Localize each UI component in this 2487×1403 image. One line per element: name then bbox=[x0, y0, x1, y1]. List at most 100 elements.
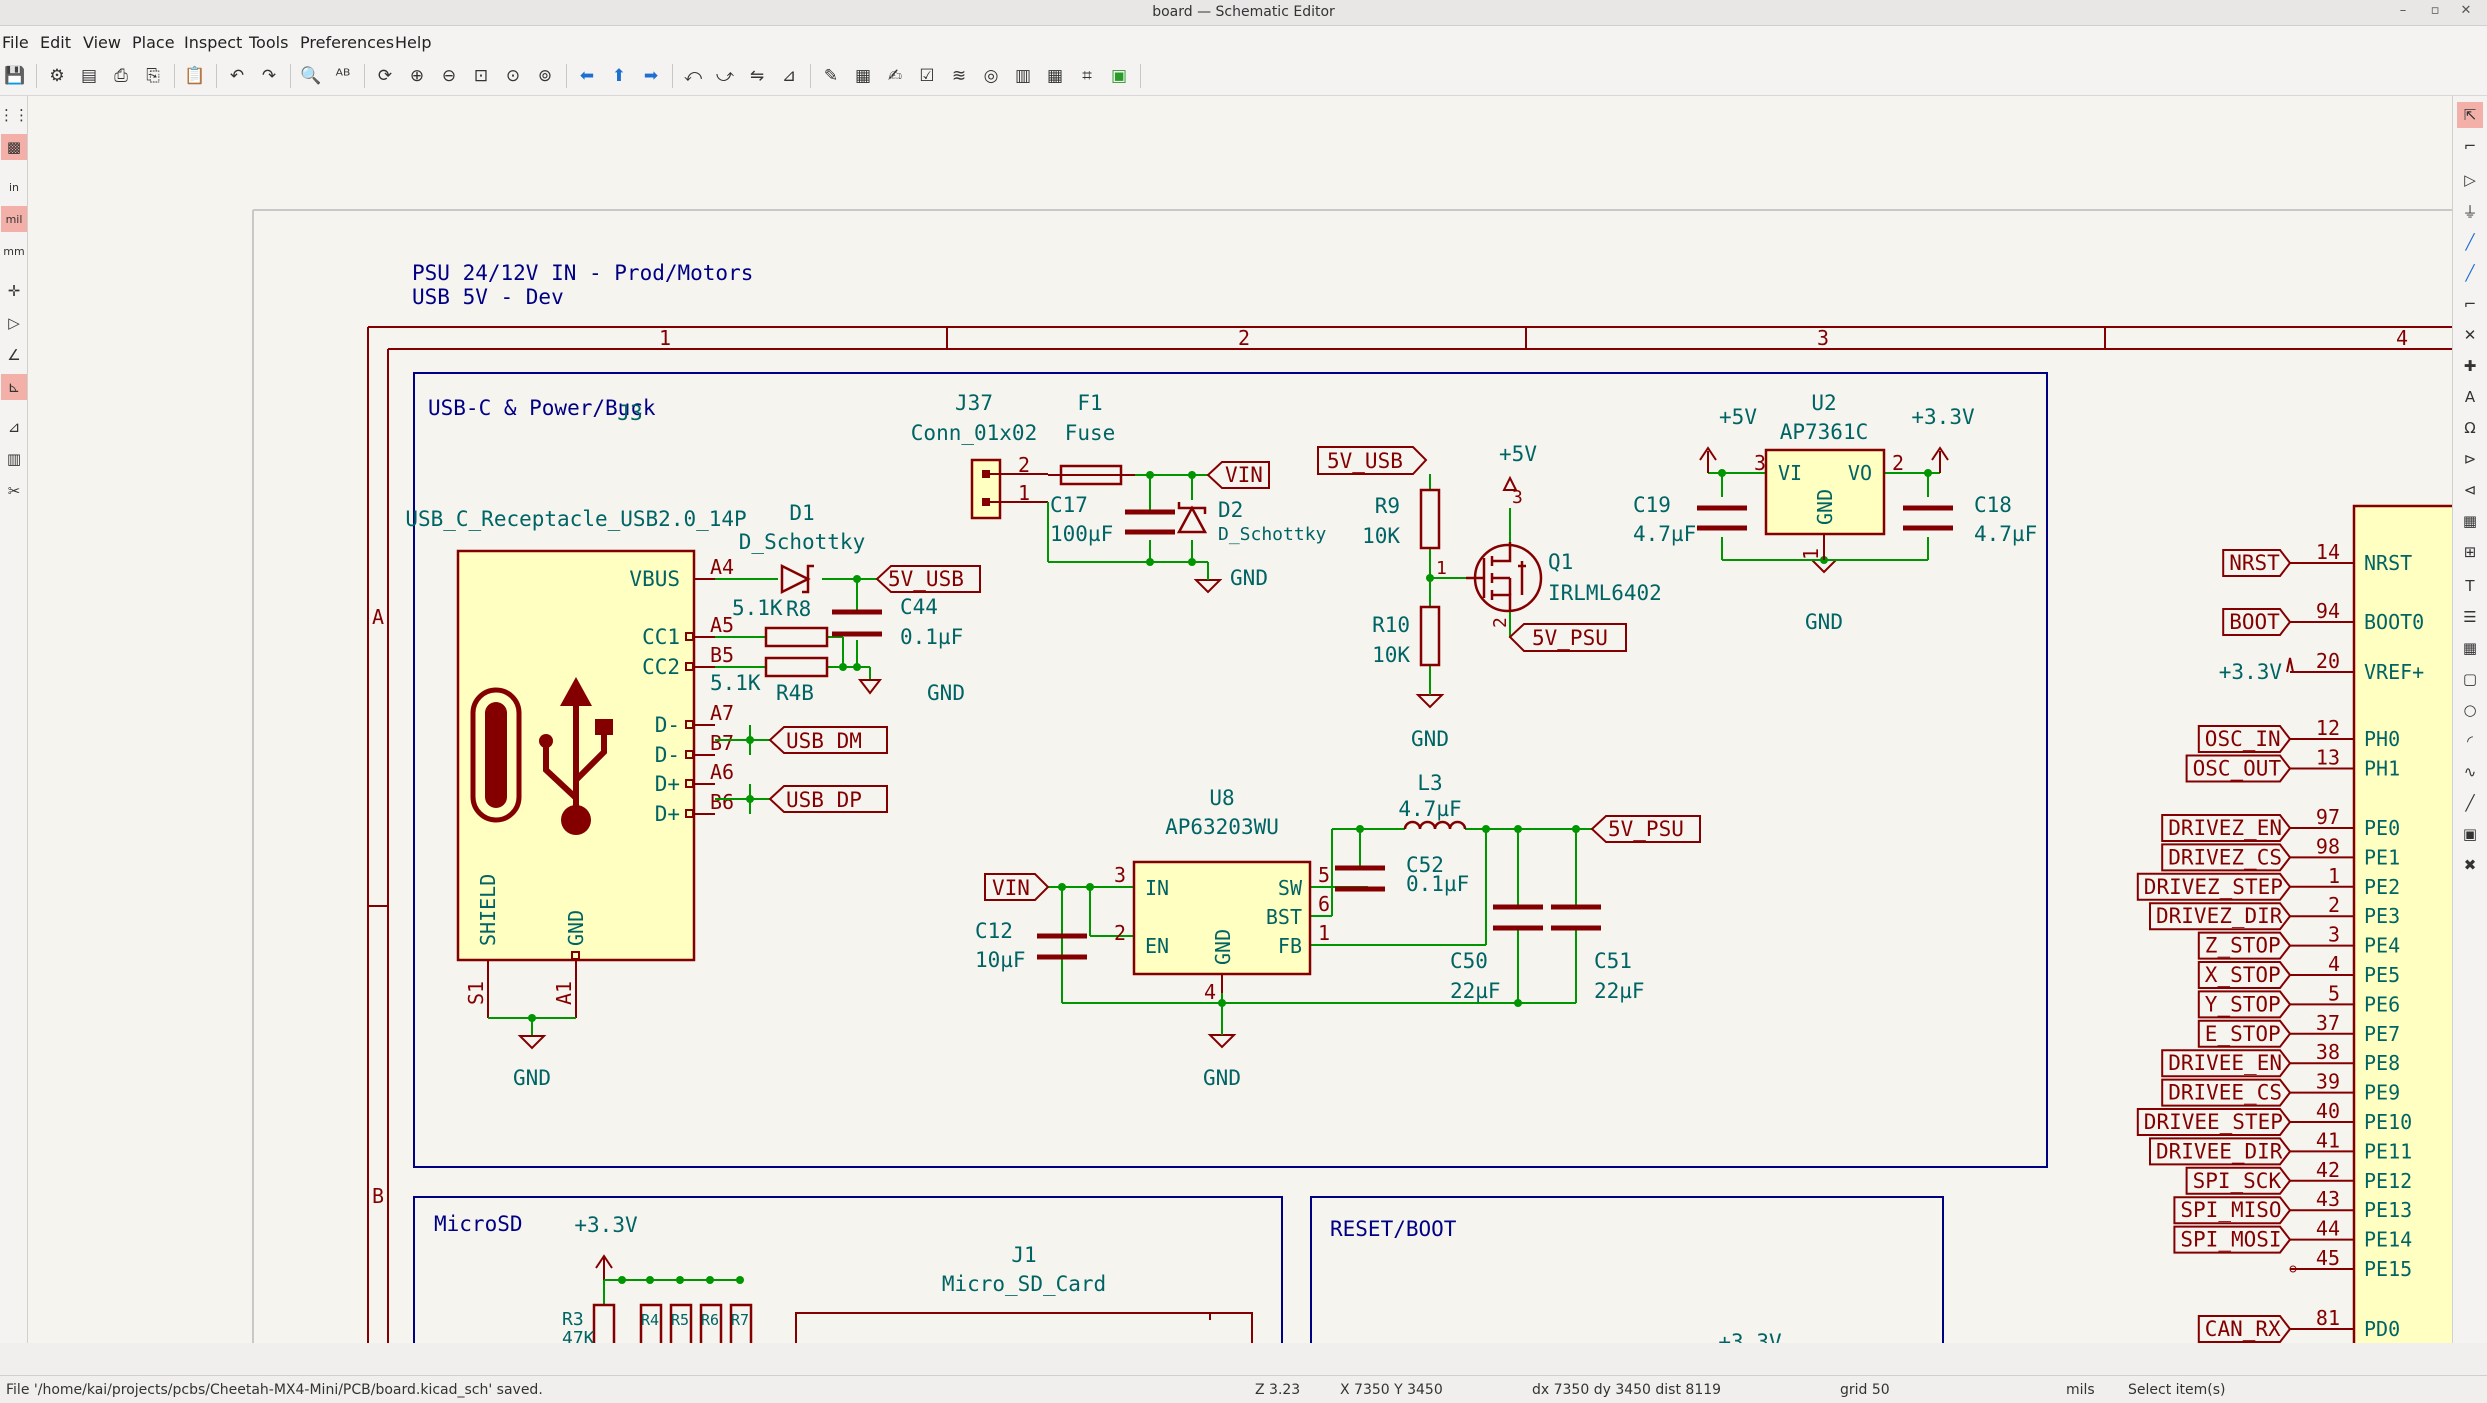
hier-label-icon[interactable]: ⊲ bbox=[2463, 481, 2477, 499]
mcu-net-label[interactable] bbox=[2185, 754, 2292, 783]
d2-schottky-diode[interactable] bbox=[1176, 502, 1208, 534]
gnd-symbol-c44[interactable] bbox=[857, 679, 883, 695]
add-rectangle-icon[interactable]: ▢ bbox=[2462, 670, 2478, 688]
zoom-out-icon[interactable]: ⊖ bbox=[441, 66, 457, 86]
c44-capacitor[interactable] bbox=[832, 609, 882, 637]
gnd-symbol-r10[interactable] bbox=[1415, 694, 1445, 709]
r5-resistor[interactable] bbox=[669, 1303, 693, 1343]
r7-resistor[interactable] bbox=[729, 1303, 753, 1343]
microsd-section[interactable] bbox=[413, 1196, 1283, 1343]
cursor-icon[interactable]: ✛ bbox=[7, 282, 21, 300]
mcu-net-label[interactable] bbox=[2149, 902, 2292, 931]
j1-sd-card-body[interactable] bbox=[795, 1312, 1253, 1343]
symbol-library-icon[interactable]: ▦ bbox=[854, 66, 872, 86]
annotate-icon[interactable]: ✍ bbox=[887, 66, 903, 86]
hier-sheet-icon[interactable]: ▦ bbox=[2462, 512, 2478, 530]
zoom-objects-icon[interactable]: ⊙ bbox=[505, 66, 521, 86]
label-5v-psu-q1[interactable]: 5V_PSU bbox=[1508, 623, 1627, 652]
gnd-symbol-j3[interactable] bbox=[517, 1035, 547, 1050]
mcu-net-label[interactable] bbox=[2136, 872, 2292, 901]
mcu-net-label[interactable] bbox=[2197, 961, 2292, 989]
mirror-h-icon[interactable]: ⊿ bbox=[781, 66, 797, 86]
navigate-up-icon[interactable]: ⬆ bbox=[611, 66, 627, 86]
mcu-net-label[interactable] bbox=[2173, 1225, 2292, 1254]
mcu-net-label[interactable] bbox=[2197, 1315, 2292, 1343]
mcu-net-label[interactable] bbox=[2161, 814, 2292, 842]
wire-angle-icon[interactable]: ∠ bbox=[7, 346, 21, 364]
units-in[interactable]: in bbox=[8, 180, 20, 194]
menu-preferences[interactable]: Preferences bbox=[300, 33, 395, 52]
mcu-net-label[interactable] bbox=[2222, 549, 2292, 577]
hierarchy-icon[interactable]: ▥ bbox=[6, 450, 22, 468]
refresh-icon[interactable]: ⟳ bbox=[377, 66, 393, 86]
gnd-symbol-u8[interactable] bbox=[1207, 1034, 1237, 1049]
mcu-net-label[interactable] bbox=[2173, 1196, 2292, 1225]
netlist-icon[interactable]: ⌗ bbox=[1082, 66, 1092, 86]
erc-icon[interactable]: ☑ bbox=[919, 66, 935, 86]
label-icon[interactable]: A bbox=[2464, 388, 2476, 406]
bus-entry-icon[interactable]: ⌐ bbox=[2463, 295, 2477, 313]
label-usb-dp[interactable]: USB_DP bbox=[768, 785, 888, 813]
r9-resistor[interactable] bbox=[1419, 488, 1441, 550]
menu-help[interactable]: Help bbox=[395, 33, 432, 52]
mcu-net-label[interactable] bbox=[2161, 1049, 2292, 1078]
gnd-symbol-d2[interactable] bbox=[1193, 579, 1223, 594]
navigate-forward-icon[interactable]: ➡ bbox=[643, 66, 659, 86]
minimize-button[interactable]: – bbox=[2399, 3, 2407, 18]
r8-resistor[interactable] bbox=[764, 626, 829, 648]
j3-usb-c-connector[interactable]: J3 USB_C_Receptacle_USB2.0_14P VBUS CC1 … bbox=[405, 401, 747, 1018]
label-5v-usb-j3[interactable]: 5V_USB bbox=[875, 565, 981, 593]
find-replace-icon[interactable]: ᴬᴮ bbox=[335, 66, 351, 86]
grid-icon[interactable]: ⋮⋮ bbox=[0, 106, 29, 124]
menu-inspect[interactable]: Inspect bbox=[184, 33, 243, 52]
label-5v-usb-top[interactable]: 5V_USB bbox=[1317, 446, 1428, 475]
units-mm[interactable]: mm bbox=[3, 244, 25, 258]
mcu-net-label[interactable] bbox=[2185, 1166, 2292, 1195]
add-bezier-icon[interactable]: ∿ bbox=[2463, 763, 2477, 781]
reset-boot-section[interactable] bbox=[1310, 1196, 1944, 1343]
add-bus-icon[interactable]: ╱ bbox=[2465, 264, 2475, 282]
rotate-ccw-icon[interactable]: ⤺ bbox=[683, 66, 703, 86]
redo-icon[interactable]: ↷ bbox=[261, 66, 277, 86]
schematic-canvas[interactable]: PSU 24/12V IN - Prod/Motors USB 5V - Dev… bbox=[28, 96, 2452, 1343]
zoom-selection-icon[interactable]: ⊚ bbox=[537, 66, 553, 86]
add-arc-icon[interactable]: ◜ bbox=[2467, 732, 2473, 750]
add-text-icon[interactable]: T bbox=[2465, 577, 2475, 595]
bom-icon[interactable]: ▥ bbox=[1014, 66, 1032, 86]
mcu-net-label[interactable] bbox=[2197, 725, 2292, 753]
mcu-net-label[interactable] bbox=[2197, 1019, 2292, 1048]
highlight-net-icon[interactable]: ⌐ bbox=[2463, 137, 2477, 155]
menu-edit[interactable]: Edit bbox=[40, 33, 71, 52]
net-class-icon[interactable]: Ω bbox=[2464, 419, 2476, 437]
properties-panel-icon[interactable]: ⊿ bbox=[7, 418, 21, 436]
pcb-editor-icon[interactable]: ▣ bbox=[1110, 66, 1128, 86]
r6-resistor[interactable] bbox=[699, 1303, 723, 1343]
add-power-icon[interactable]: ⏚ bbox=[2462, 202, 2478, 221]
page-settings-icon[interactable]: ▤ bbox=[80, 66, 98, 86]
r4b-resistor[interactable] bbox=[764, 656, 829, 678]
plot-icon[interactable]: ⎘ bbox=[146, 66, 160, 86]
menu-view[interactable]: View bbox=[83, 33, 121, 52]
r10-resistor[interactable] bbox=[1419, 605, 1441, 667]
units-mil[interactable]: mil bbox=[1, 206, 27, 232]
maximize-button[interactable]: ▫ bbox=[2430, 3, 2440, 18]
add-circle-icon[interactable]: ○ bbox=[2463, 701, 2477, 719]
j37-connector[interactable] bbox=[970, 458, 1048, 520]
mcu-net-label[interactable] bbox=[2197, 990, 2292, 1019]
add-symbol-icon[interactable]: ▷ bbox=[2464, 171, 2476, 189]
tools-icon[interactable]: ✂ bbox=[7, 482, 21, 500]
paste-icon[interactable]: 📋 bbox=[184, 66, 206, 86]
label-vin-buck[interactable]: VIN bbox=[984, 873, 1050, 901]
find-icon[interactable]: 🔍 bbox=[300, 66, 322, 86]
select-icon[interactable]: ⇱ bbox=[2457, 102, 2483, 128]
mcu-net-label[interactable] bbox=[2136, 1108, 2292, 1136]
import-sheet-pin-icon[interactable]: ⊞ bbox=[2463, 543, 2477, 561]
usb-power-section[interactable] bbox=[413, 372, 2048, 1168]
no-connect-icon[interactable]: ✕ bbox=[2463, 326, 2477, 344]
add-textbox-icon[interactable]: ☰ bbox=[2463, 608, 2477, 626]
l3-inductor[interactable] bbox=[1403, 820, 1467, 830]
add-image-icon[interactable]: ▣ bbox=[2462, 825, 2478, 843]
grid-overrides-icon[interactable]: ▩ bbox=[1, 134, 27, 160]
rotate-cw-icon[interactable]: ⤻ bbox=[715, 66, 735, 86]
label-vin-top[interactable]: VIN bbox=[1206, 461, 1270, 489]
